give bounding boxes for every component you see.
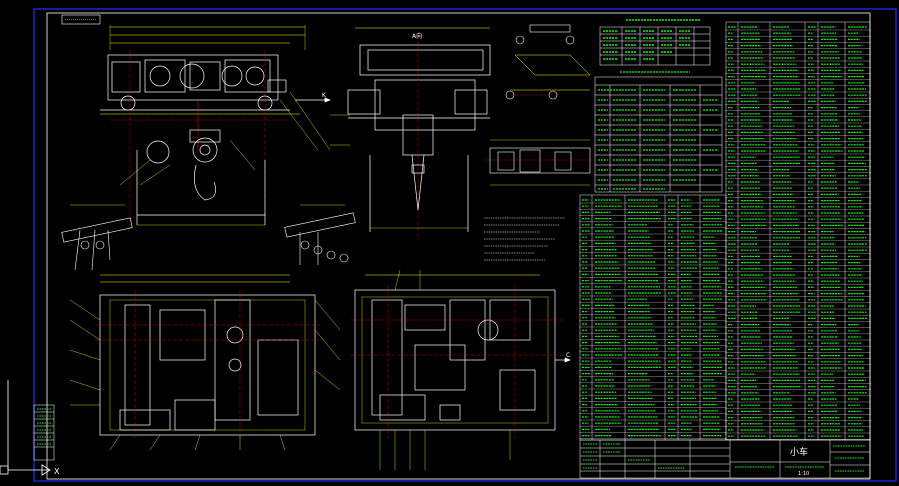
main-elevation-view (100, 25, 331, 230)
side-view-a (330, 27, 491, 240)
title-block-text (583, 443, 866, 472)
bracket-detail (505, 24, 591, 100)
c-view-mark: C (566, 352, 570, 359)
spec-table (594, 76, 723, 193)
sheet-inner-border (46, 12, 871, 480)
plan-view-left (69, 274, 341, 451)
rope-detail-right (284, 204, 356, 265)
plan-view-right (350, 269, 571, 470)
parameter-table-text (603, 19, 700, 60)
rope-detail-left (61, 204, 133, 271)
technical-notes (484, 217, 565, 261)
title-block (579, 439, 871, 479)
parameter-table (599, 26, 711, 66)
k-view-mark: K (322, 92, 327, 99)
sheet-border (33, 8, 897, 482)
a-view-title: A向 (412, 32, 422, 40)
title-block-name: 小车 (790, 446, 808, 458)
left-edge-table (33, 404, 55, 461)
ucs-axis-icon: X (0, 380, 60, 476)
title-block-scale: 1:10 (798, 471, 809, 477)
left-edge-table-text (37, 408, 51, 445)
bom-rows (579, 26, 871, 440)
spec-table-text (598, 71, 718, 190)
shaft-detail (485, 139, 595, 186)
drawing-code-tag (61, 14, 101, 25)
svg-text:X: X (54, 467, 60, 476)
